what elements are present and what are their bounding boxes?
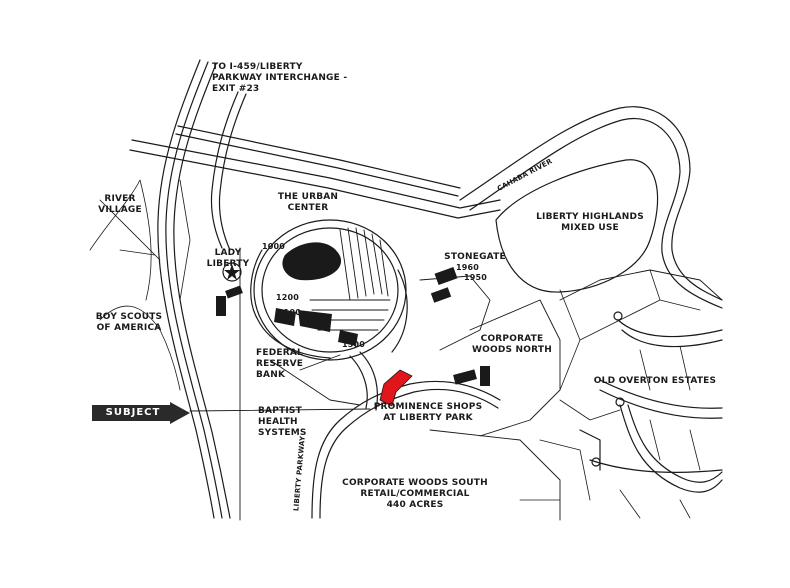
- old-overton-label: OLD OVERTON ESTATES: [593, 376, 717, 386]
- corporate-woods-north-label: CORPORATE WOODS NORTH: [472, 334, 552, 355]
- lot-1200-label: 1200: [276, 293, 300, 302]
- lot-1000-label: 1000: [262, 242, 286, 251]
- highway: [157, 59, 247, 519]
- baptist-health-label: BAPTIST HEALTH SYSTEMS: [258, 406, 307, 438]
- river-village-label: RIVER VILLAGE: [98, 194, 142, 215]
- subject-label: SUBJECT: [105, 407, 161, 418]
- cross-road: [129, 125, 501, 219]
- liberty-parkway: [311, 351, 501, 519]
- lot-1100-label: 1100: [278, 308, 302, 317]
- lot-1950-label: 1950: [464, 273, 488, 282]
- cahaba-river: [459, 106, 723, 309]
- liberty-highlands-parcel: [495, 159, 659, 293]
- subject-pointer-line: [189, 408, 371, 412]
- stonegate-label: STONEGATE: [444, 252, 506, 262]
- lot-1960-label: 1960: [456, 263, 480, 272]
- interchange-label: TO I-459/LIBERTY PARKWAY INTERCHANGE - E…: [212, 62, 348, 94]
- prominence-shops-label: PROMINENCE SHOPS AT LIBERTY PARK: [373, 402, 483, 423]
- liberty-highlands-label: LIBERTY HIGHLANDS MIXED USE: [536, 212, 644, 233]
- topo-lines: [89, 179, 191, 391]
- urban-center-roads: [250, 219, 408, 361]
- corporate-woods-south-label: CORPORATE WOODS SOUTH RETAIL/COMMERCIAL …: [342, 478, 488, 510]
- boy-scouts-label: BOY SCOUTS OF AMERICA: [95, 312, 163, 333]
- urban-center-label: THE URBAN CENTER: [277, 192, 339, 213]
- lady-liberty-star-icon: [222, 262, 242, 282]
- old-overton-lots: [519, 269, 701, 519]
- lot-1500-label: 1500: [342, 340, 366, 349]
- federal-reserve-label: FEDERAL RESERVE BANK: [256, 348, 304, 380]
- subject-site: [379, 369, 413, 407]
- lady-liberty-label: LADY LIBERTY: [206, 248, 250, 269]
- buildings: [216, 242, 490, 386]
- old-overton-roads: [579, 311, 723, 493]
- parking-lots: [309, 227, 391, 331]
- subject-arrow: SUBJECT: [92, 402, 190, 424]
